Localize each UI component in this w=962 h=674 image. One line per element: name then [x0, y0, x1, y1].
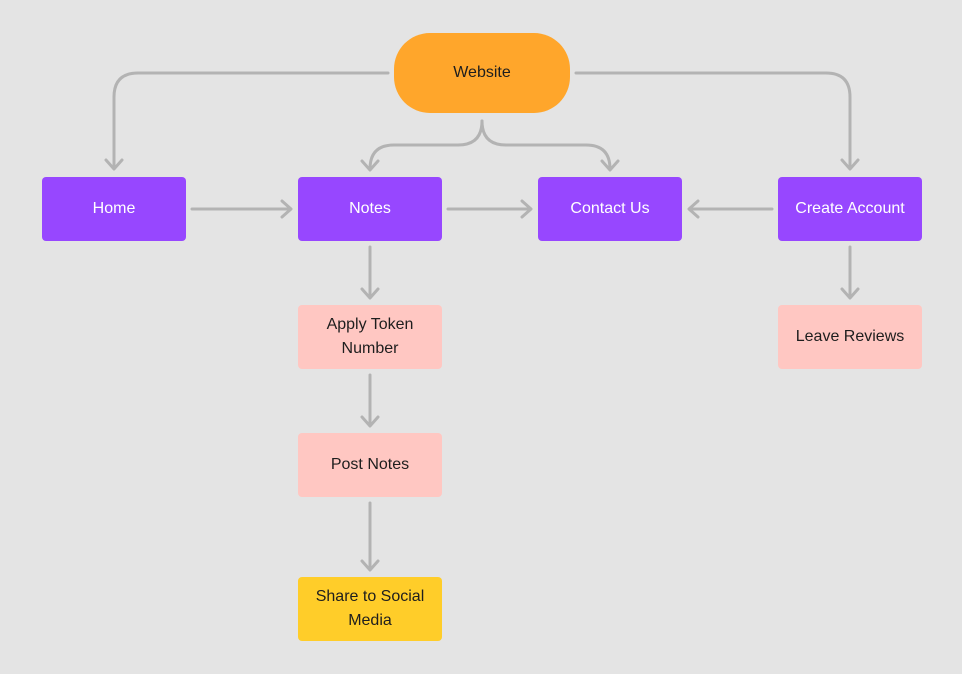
connector-post-notes-share [360, 501, 380, 572]
share-to-social-media-node-label: Share to Social Media [315, 588, 425, 629]
connector-create-account-leave-reviews [840, 245, 860, 300]
leave-reviews-node[interactable]: Leave Reviews [778, 305, 922, 369]
create-account-node[interactable]: Create Account [778, 177, 922, 241]
connector-apply-token-post-notes [360, 373, 380, 428]
contact-us-node-label: Contact Us [570, 200, 650, 217]
connector-notes-contact-us [446, 199, 533, 219]
home-node-label: Home [92, 200, 136, 217]
post-notes-node-label: Post Notes [330, 456, 410, 473]
connector-website-notes [360, 119, 484, 172]
post-notes-node[interactable]: Post Notes [298, 433, 442, 497]
website-node-label: Website [453, 64, 511, 81]
notes-node-label: Notes [349, 200, 391, 217]
share-to-social-media-node[interactable]: Share to Social Media [298, 577, 442, 641]
connector-website-contact-us [480, 119, 620, 172]
apply-token-number-node-label: Apply Token Number [326, 316, 414, 357]
home-node[interactable]: Home [42, 177, 186, 241]
connector-website-home [104, 71, 390, 171]
connector-home-notes [190, 199, 293, 219]
connector-create-account-contact-us [687, 199, 774, 219]
connector-notes-apply-token [360, 245, 380, 300]
website-node[interactable]: Website [394, 33, 570, 113]
contact-us-node[interactable]: Contact Us [538, 177, 682, 241]
create-account-node-label: Create Account [795, 200, 905, 217]
apply-token-number-node[interactable]: Apply Token Number [298, 305, 442, 369]
connector-website-create-account [574, 71, 860, 171]
leave-reviews-node-label: Leave Reviews [795, 328, 905, 345]
notes-node[interactable]: Notes [298, 177, 442, 241]
